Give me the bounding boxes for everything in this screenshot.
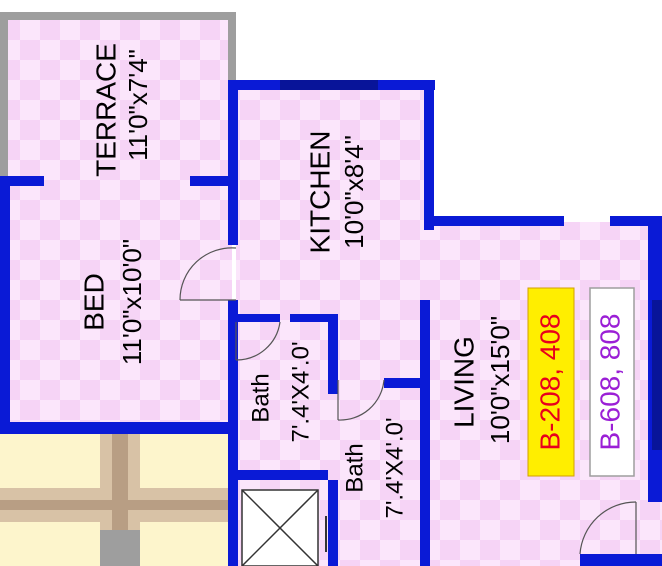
terrace-parapet-left bbox=[0, 12, 8, 182]
living-name: LIVING bbox=[448, 336, 479, 428]
bed-name: BED bbox=[78, 273, 109, 331]
flat-badge-1-text: B-208, 408 bbox=[534, 314, 565, 451]
terrace-size: 11'0"x7'4" bbox=[123, 49, 153, 161]
bath2-size: 7'.4'X4'.0' bbox=[381, 417, 408, 518]
kitchen-floor bbox=[236, 88, 426, 320]
living-size: 10'0"x15'0" bbox=[485, 316, 515, 444]
flat-badge-2-box bbox=[589, 287, 635, 477]
kitchen-window bbox=[280, 80, 378, 90]
living-window bbox=[652, 300, 662, 450]
lobby-grey-block bbox=[100, 530, 140, 566]
bath1-size: 7'.4'X4'.0' bbox=[287, 341, 314, 442]
kitchen-name: KITCHEN bbox=[304, 131, 335, 254]
bath2-name: Bath bbox=[341, 443, 368, 492]
bath1-name: Bath bbox=[247, 373, 274, 422]
terrace-name: TERRACE bbox=[90, 43, 121, 177]
terrace-floor bbox=[8, 18, 232, 178]
flat-badge-2-text: B-608, 808 bbox=[594, 314, 625, 451]
lobby-beam-core-h bbox=[0, 500, 236, 510]
doors bbox=[179, 247, 637, 555]
shaft-cross-b bbox=[241, 489, 319, 566]
flat-badge-1-box bbox=[527, 287, 575, 477]
kitchen-size: 10'0"x8'4" bbox=[339, 135, 369, 249]
terrace-parapet-top bbox=[0, 12, 236, 20]
terrace-parapet-right bbox=[228, 12, 236, 88]
bed-size: 11'0"x10'0" bbox=[117, 239, 147, 365]
